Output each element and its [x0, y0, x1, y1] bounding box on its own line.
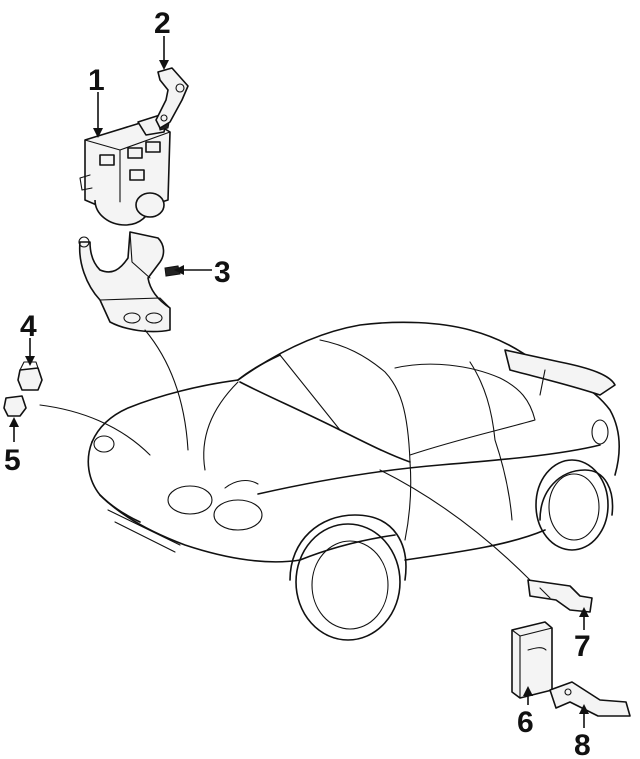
part-2-bracket — [155, 67, 189, 129]
part-4-clip — [17, 361, 43, 391]
part-5-clip — [3, 395, 27, 417]
part-3-mounting-bracket — [78, 231, 181, 333]
callout-arrows — [9, 36, 589, 728]
callout-6: 6 — [517, 706, 534, 739]
callout-7: 7 — [574, 630, 591, 663]
callout-1: 1 — [88, 64, 105, 97]
part-7-bracket — [527, 579, 593, 613]
part-6-control-module — [511, 621, 553, 699]
part-1-abs-actuator — [79, 114, 171, 226]
part-8-bracket — [549, 681, 631, 717]
callout-3: 3 — [214, 256, 231, 289]
callout-8: 8 — [574, 729, 591, 759]
leader-lines — [39, 329, 531, 581]
callout-4: 4 — [20, 310, 37, 343]
callout-5: 5 — [4, 444, 21, 477]
callout-labels: 1 2 3 4 5 6 7 8 — [4, 7, 591, 759]
car-outline — [87, 321, 620, 641]
callout-2: 2 — [154, 7, 171, 40]
